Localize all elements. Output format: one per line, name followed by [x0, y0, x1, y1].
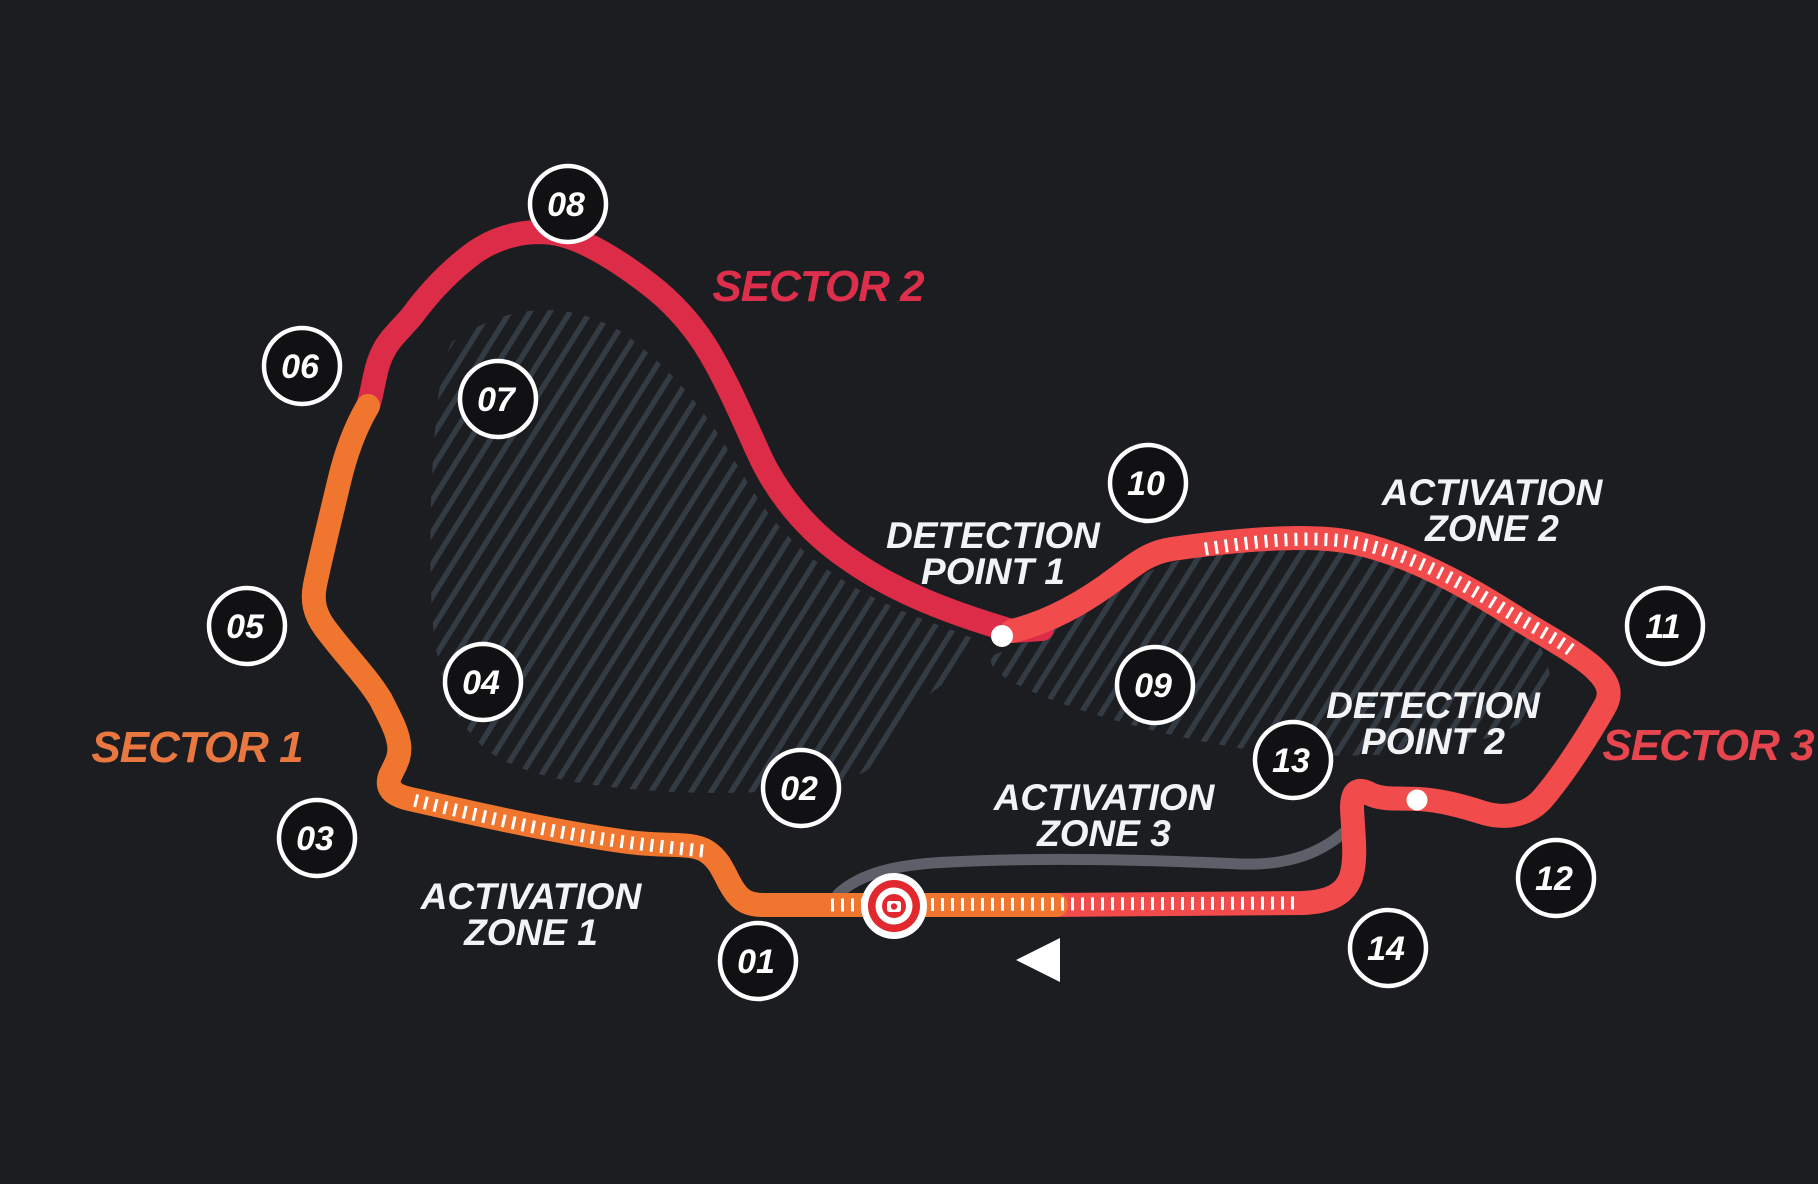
turn-number-label: 12 — [1535, 860, 1573, 898]
sector-3-label: SECTOR 3 — [1602, 721, 1814, 770]
turn-marker-01: 01 — [717, 920, 799, 1002]
turn-number-label: 02 — [780, 770, 818, 808]
turn-number-label: 06 — [281, 348, 320, 386]
turn-number-label: 08 — [547, 186, 585, 224]
turn-number-label: 05 — [226, 608, 265, 646]
turn-marker-07: 07 — [457, 358, 539, 440]
detection-point-1-dot — [991, 625, 1013, 647]
detection-point-2-dot — [1406, 789, 1428, 811]
turn-number-label: 04 — [462, 664, 500, 702]
turn-number-label: 11 — [1645, 608, 1680, 646]
turn-number-label: 03 — [296, 820, 334, 858]
turn-marker-09: 09 — [1114, 644, 1196, 726]
turn-marker-03: 03 — [276, 797, 358, 879]
turn-number-label: 01 — [737, 943, 775, 981]
drs-zone-1-dashes — [411, 793, 704, 858]
svg-text:POINT 2: POINT 2 — [1361, 721, 1505, 762]
direction-arrow-icon — [1016, 938, 1060, 982]
turn-number-label: 09 — [1134, 667, 1172, 705]
activation-zone-3-label: ACTIVATION ZONE 3 — [993, 777, 1216, 854]
track-sector-1 — [301, 394, 1068, 917]
turn-marker-04: 04 — [442, 641, 524, 723]
activation-zone-2-label: ACTIVATION ZONE 2 — [1381, 472, 1604, 549]
turn-marker-08: 08 — [527, 163, 609, 245]
track-sector-3 — [1000, 525, 1621, 917]
track-sector-2 — [356, 220, 1054, 643]
svg-text:ZONE 2: ZONE 2 — [1424, 508, 1559, 549]
detection-point-1-label: DETECTION POINT 1 — [886, 515, 1101, 592]
svg-text:ACTIVATION: ACTIVATION — [1381, 472, 1604, 513]
sector-1-label: SECTOR 1 — [91, 723, 302, 772]
turn-number-label: 14 — [1367, 930, 1405, 968]
svg-text:POINT 1: POINT 1 — [921, 551, 1065, 592]
turn-number-label: 07 — [477, 381, 517, 419]
turn-markers: 01 02 03 04 05 06 07 08 09 10 11 12 13 14 — [206, 163, 1706, 1002]
start-finish-marker — [861, 873, 927, 939]
svg-text:ZONE 3: ZONE 3 — [1036, 813, 1171, 854]
turn-marker-10: 10 — [1107, 442, 1189, 524]
turn-number-label: 13 — [1272, 742, 1310, 780]
detection-point-2-label: DETECTION POINT 2 — [1326, 685, 1541, 762]
svg-text:ACTIVATION: ACTIVATION — [420, 876, 643, 917]
pit-lane — [832, 821, 1356, 900]
infield-hatch-left — [430, 309, 973, 793]
turn-marker-14: 14 — [1347, 907, 1429, 989]
turn-marker-02: 02 — [760, 747, 842, 829]
turn-marker-12: 12 — [1515, 837, 1597, 919]
turn-marker-06: 06 — [261, 325, 343, 407]
turn-marker-11: 11 — [1624, 585, 1706, 667]
svg-text:ACTIVATION: ACTIVATION — [993, 777, 1216, 818]
svg-text:ZONE 1: ZONE 1 — [463, 912, 598, 953]
turn-number-label: 10 — [1127, 465, 1165, 503]
svg-text:DETECTION: DETECTION — [886, 515, 1101, 556]
turn-marker-05: 05 — [206, 585, 288, 667]
svg-text:DETECTION: DETECTION — [1326, 685, 1541, 726]
sector-2-label: SECTOR 2 — [712, 262, 925, 311]
activation-zone-1-label: ACTIVATION ZONE 1 — [420, 876, 643, 953]
turn-marker-13: 13 — [1252, 719, 1334, 801]
